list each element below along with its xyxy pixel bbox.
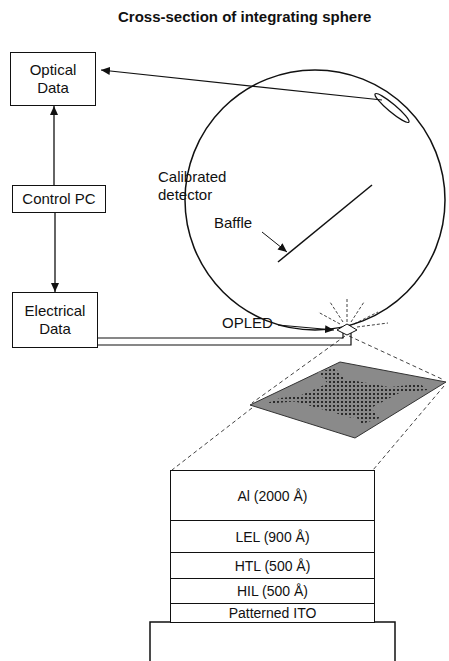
callout-label: OPLED xyxy=(222,314,273,332)
opled-symbol xyxy=(337,324,357,335)
arrow-connector xyxy=(54,213,55,292)
pixel-pattern xyxy=(265,384,428,404)
layer-label: Patterned ITO xyxy=(229,605,317,621)
detector xyxy=(373,91,412,125)
device-layer: HTL (500 Å) xyxy=(170,552,375,579)
process-box: Optical Data xyxy=(10,52,96,106)
opled-leader xyxy=(278,325,334,330)
baffle xyxy=(278,185,372,262)
box-label: Electrical Data xyxy=(17,302,93,338)
layer-label: HTL (500 Å) xyxy=(235,558,311,574)
baffle-leader xyxy=(262,232,287,252)
box-label: Control PC xyxy=(22,190,95,208)
callout-label: Baffle xyxy=(214,214,252,232)
callout-label: Calibrated detector xyxy=(158,168,250,204)
light-rays xyxy=(318,298,388,327)
title: Cross-section of integrating sphere xyxy=(118,8,371,26)
layer-label: HIL (500 Å) xyxy=(237,583,308,599)
glass-substrate xyxy=(150,622,395,661)
process-box: Electrical Data xyxy=(12,292,98,348)
integrating-sphere xyxy=(185,70,445,330)
device-layer: HIL (500 Å) xyxy=(170,578,375,604)
detector-line xyxy=(101,70,382,100)
arrow-connector xyxy=(53,106,54,185)
device-layer: Al (2000 Å) xyxy=(170,470,375,521)
device-layer: LEL (900 Å) xyxy=(170,520,375,553)
substrate-plate xyxy=(250,362,446,438)
electrical-wires xyxy=(98,333,351,345)
box-label: Optical Data xyxy=(15,61,91,97)
layer-label: LEL (900 Å) xyxy=(235,529,309,545)
device-layer: Patterned ITO xyxy=(170,603,375,623)
layer-label: Al (2000 Å) xyxy=(237,488,307,504)
process-box: Control PC xyxy=(12,185,106,213)
